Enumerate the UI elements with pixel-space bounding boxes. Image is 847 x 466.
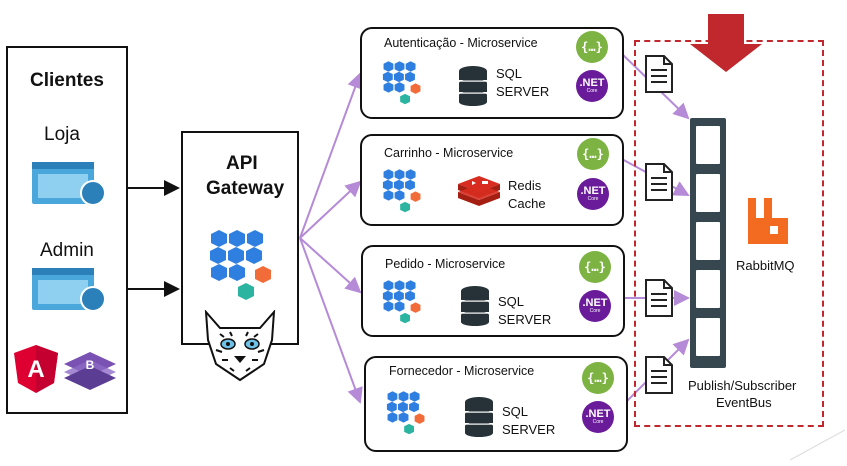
admin-label: Admin: [40, 240, 94, 261]
loja-label: Loja: [44, 124, 80, 145]
loja-browser-icon: [32, 162, 94, 204]
dotnet-core-label: Core: [589, 308, 601, 314]
message-document-icon: [645, 356, 673, 394]
globe-icon: [80, 180, 106, 206]
microservice-hex-icon: [210, 230, 271, 300]
gateway-title-line2: Gateway: [206, 178, 285, 199]
db-label-line2: SERVER: [498, 312, 552, 327]
queue-slot: [696, 126, 720, 164]
microservice-hex-icon: [386, 391, 425, 435]
service-title: Carrinho - Microservice: [384, 146, 514, 160]
arrow-gateway-to-auth: [299, 72, 363, 239]
decorative-curve: [789, 429, 846, 461]
svg-text:A: A: [27, 356, 44, 383]
focus-arrow-icon: [690, 14, 762, 72]
ocelot-mascot-icon: [204, 310, 276, 382]
microservice-hex-icon: [382, 280, 421, 324]
message-document-icon: [645, 279, 673, 317]
eventbus-caption-line1: Publish/Subscriber: [688, 378, 797, 393]
arrow-gateway-to-fornecedor: [299, 237, 363, 404]
redis-icon: [458, 176, 500, 206]
db-label-line1: SQL: [498, 294, 525, 309]
queue-slot: [696, 222, 720, 260]
dotnet-label: .NET: [582, 297, 608, 309]
rabbitmq-label: RabbitMQ: [736, 258, 795, 273]
queue-slot: [696, 174, 720, 212]
db-label-line1: SQL: [502, 404, 529, 419]
eventbus-caption-line2: EventBus: [716, 395, 772, 410]
service-title: Autenticação - Microservice: [384, 36, 538, 50]
queue-slot: [696, 318, 720, 356]
service-title: Pedido - Microservice: [385, 257, 506, 271]
arrow-gateway-to-carrinho: [299, 180, 362, 239]
db-label-line1: SQL: [496, 66, 523, 81]
dotnet-label: .NET: [580, 185, 606, 197]
db-label-line2: SERVER: [502, 422, 556, 437]
dotnet-label: .NET: [585, 408, 611, 420]
message-queue-icon: [690, 118, 726, 368]
dotnet-core-label: Core: [586, 88, 598, 94]
microservice-hex-icon: [382, 169, 421, 213]
database-icon: [465, 397, 493, 437]
json-badge-icon: {…}: [577, 138, 609, 170]
service-title: Fornecedor - Microservice: [389, 364, 535, 378]
arrow-gateway-to-pedido: [299, 237, 362, 294]
eventbus-region: [634, 40, 824, 427]
gateway-title-line1: API: [226, 153, 258, 174]
dotnet-core-label: Core: [592, 419, 604, 425]
svg-text:B: B: [86, 358, 95, 372]
clients-title: Clientes: [30, 70, 104, 91]
database-icon: [459, 66, 487, 106]
json-badge-icon: {…}: [582, 362, 614, 394]
json-badge-icon: {…}: [576, 31, 608, 63]
bootstrap-logo-icon: B: [64, 352, 116, 390]
globe-icon: [80, 286, 106, 312]
rabbitmq-logo-icon: [748, 198, 788, 244]
angular-logo-icon: A: [14, 345, 58, 393]
json-badge-icon: {…}: [579, 251, 611, 283]
database-icon: [461, 286, 489, 326]
db-label-line2: SERVER: [496, 84, 550, 99]
db-label-line1: Redis: [508, 178, 542, 193]
microservice-hex-icon: [382, 61, 421, 105]
message-document-icon: [645, 55, 673, 93]
queue-slot: [696, 270, 720, 308]
message-document-icon: [645, 163, 673, 201]
db-label-line2: Cache: [508, 196, 546, 211]
dotnet-core-label: Core: [587, 196, 599, 202]
dotnet-label: .NET: [579, 77, 605, 89]
